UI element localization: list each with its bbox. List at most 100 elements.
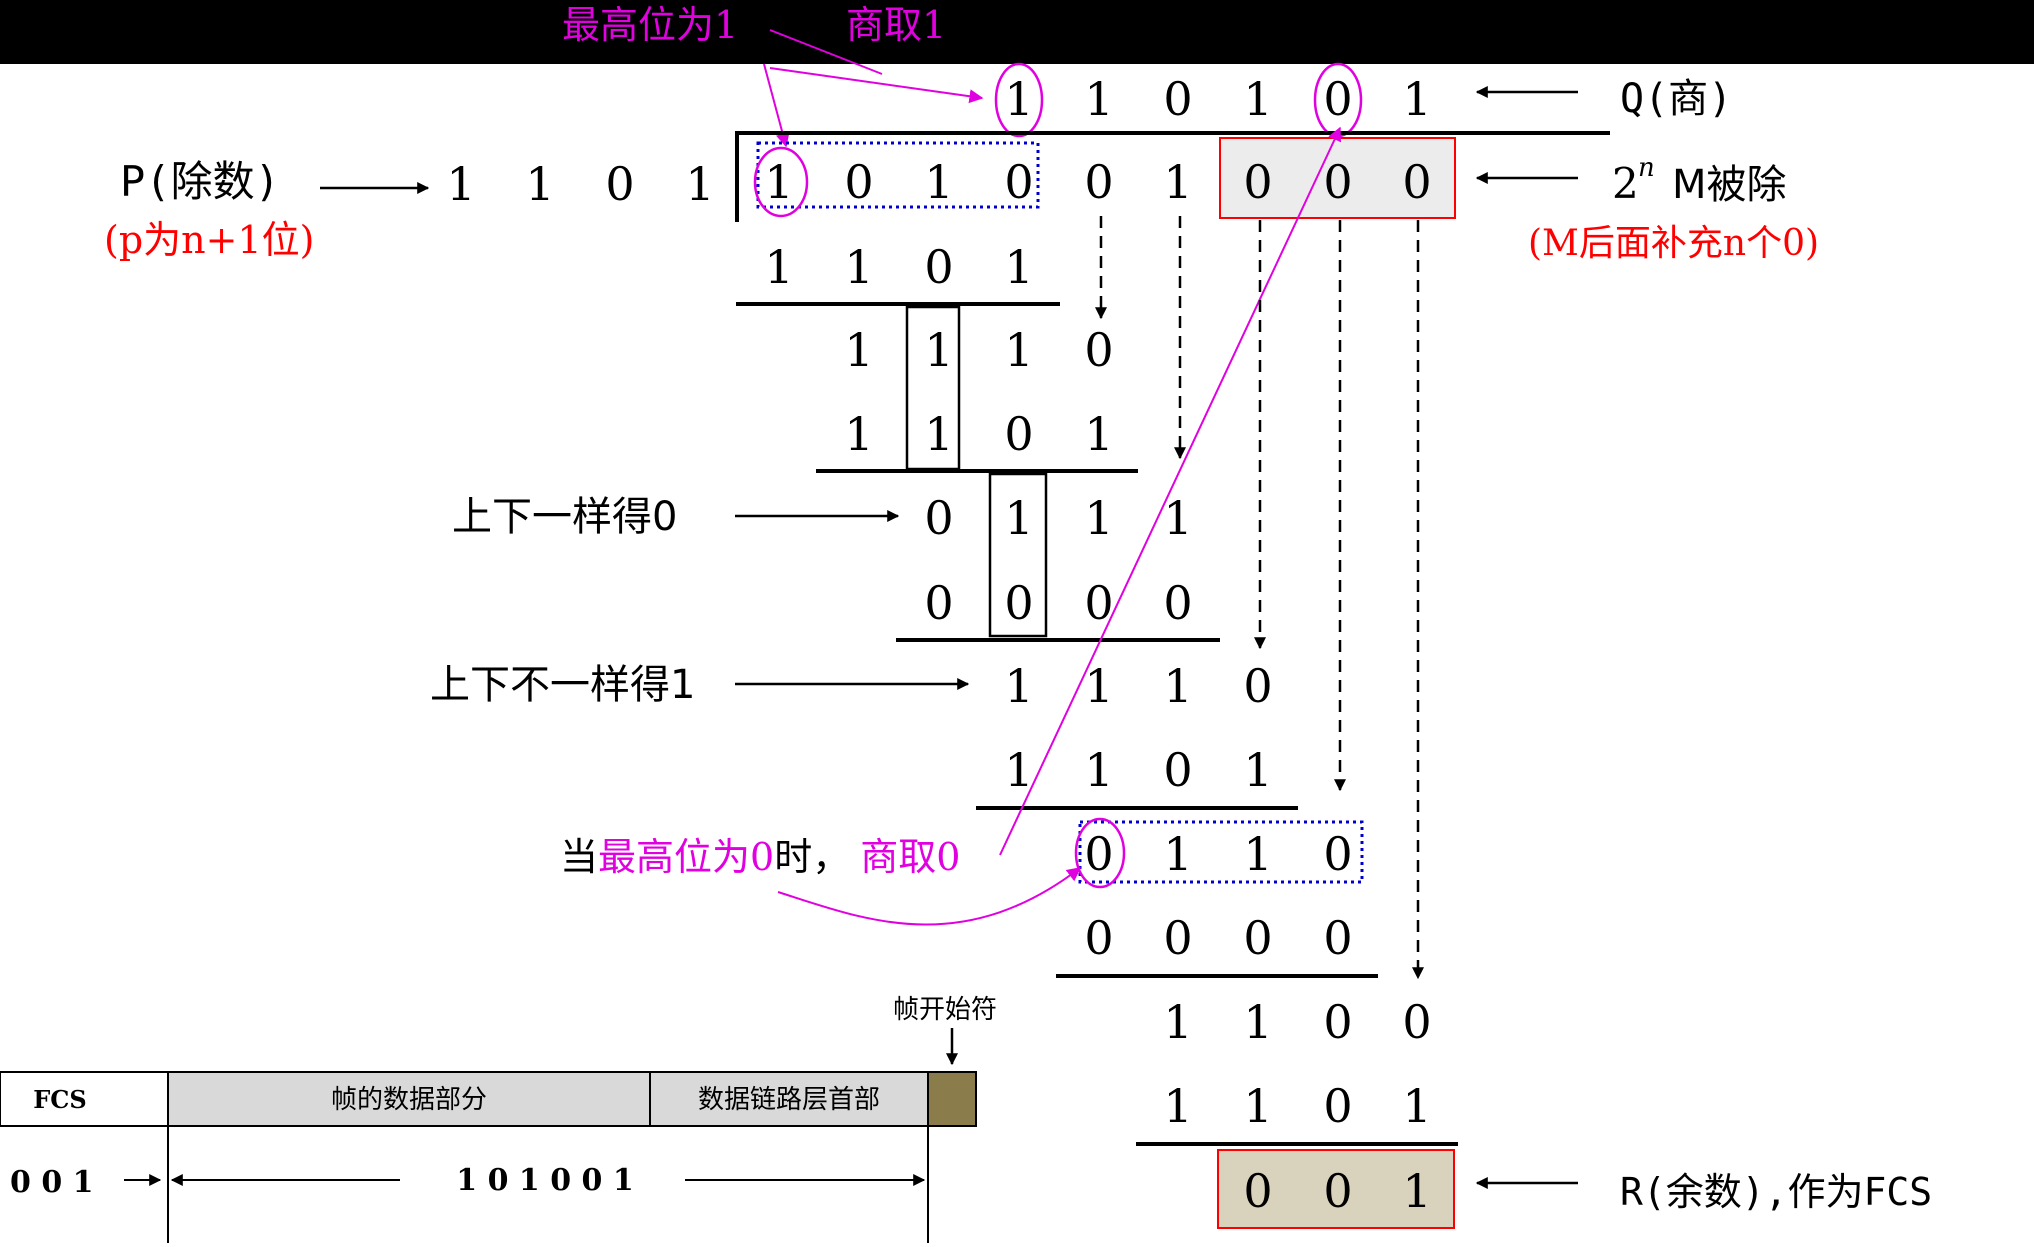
zero-rule-highlight: 最高位为0	[598, 835, 774, 879]
step-digit: 1	[844, 407, 873, 461]
dividend-label: M被除	[1672, 162, 1787, 208]
step-digit: 0	[1084, 911, 1113, 965]
quotient-row: 1 1 0 1 0 1	[1004, 72, 1431, 126]
pointer-quotient-one-tail	[769, 29, 883, 75]
remainder-digit: 0	[1243, 1164, 1272, 1218]
dividend-row: 1 0 1 0 0 1 0 0 0	[764, 155, 1431, 209]
dividend-digit: 0	[1084, 155, 1113, 209]
frame-header-link: 数据链路层首部	[698, 1085, 880, 1115]
dividend-digit: 1	[764, 155, 793, 209]
step-digit: 0	[1163, 743, 1192, 797]
quotient-label: Q(商)	[1620, 76, 1732, 122]
step-digit: 1	[1084, 407, 1113, 461]
label-quotient-one: 商取1	[846, 3, 946, 47]
step-digit: 1	[1004, 743, 1033, 797]
step-digit: 1	[1243, 995, 1272, 1049]
step-digit: 0	[1323, 827, 1352, 881]
step-digit: 0	[1402, 995, 1431, 1049]
step-row: 1 1 0 1	[764, 240, 1033, 294]
drop-down-arrows	[1095, 216, 1424, 980]
step-digit: 0	[1084, 323, 1113, 377]
zero-leading-circle	[1074, 817, 1126, 889]
dividend-digit: 1	[1163, 155, 1192, 209]
frame-fcs-header	[0, 1071, 169, 1127]
same-rule-label: 上下一样得0	[452, 494, 677, 540]
quotient-digit: 1	[1402, 72, 1431, 126]
zero-rule-label: 当最高位为0时，商取0	[560, 835, 960, 879]
step-digit: 1	[1004, 491, 1033, 545]
frame-header-fcs: FCS	[33, 1085, 86, 1114]
step-digit: 1	[1084, 659, 1113, 713]
dividend-digit: 0	[1402, 155, 1431, 209]
step-row: 0 1 1 1	[924, 491, 1192, 545]
step-digit: 0	[924, 240, 953, 294]
step-row: 1 1 0 0	[1163, 995, 1431, 1049]
frame-data-header	[167, 1071, 651, 1127]
step-row: 1 1 0 1	[1004, 743, 1272, 797]
frame-data-value: 1 0 1 0 0 1	[456, 1163, 633, 1198]
step-digit: 1	[1163, 827, 1192, 881]
pointer-zero-leading	[777, 867, 1082, 926]
divisor-label: P(除数)	[120, 157, 280, 206]
step-digit: 1	[844, 323, 873, 377]
step-row: 1 1 1 0	[1004, 659, 1272, 713]
step-row: 0 0 0 0	[924, 576, 1192, 630]
step-digit: 0	[1004, 407, 1033, 461]
divisor-digit: 1	[446, 157, 475, 211]
dividend-digit: 0	[1004, 155, 1033, 209]
step-digit: 0	[924, 491, 953, 545]
step-row: 1 1 0 1	[844, 407, 1113, 461]
dividend-base: 2	[1612, 159, 1639, 208]
divisor-row: 1 1 0 1	[446, 157, 714, 211]
frame-start-block	[927, 1071, 977, 1127]
zero-rule-pre: 当	[560, 835, 598, 879]
zero-rule-tail: 商取0	[860, 835, 960, 879]
divisor-note: (p为n+1位)	[104, 218, 314, 262]
step-digit: 1	[1084, 491, 1113, 545]
step-digit: 0	[1243, 911, 1272, 965]
dividend-exponent: n	[1638, 153, 1655, 183]
step-digit: 0	[924, 576, 953, 630]
dividend-digit: 1	[924, 155, 953, 209]
step-digit: 0	[1084, 827, 1113, 881]
pointer-quotient-zero	[999, 126, 1342, 856]
quotient-digit: 1	[1004, 72, 1033, 126]
divisor-digit: 1	[685, 157, 714, 211]
step-row: 1 1 0 1	[1163, 1079, 1431, 1133]
frame-header-data: 帧的数据部分	[331, 1085, 487, 1115]
remainder-digit: 0	[1323, 1164, 1352, 1218]
step-digit: 1	[1243, 1079, 1272, 1133]
step-row: 1 1 1 0	[844, 323, 1113, 377]
step-digit: 1	[764, 240, 793, 294]
step-digit: 0	[1323, 1079, 1352, 1133]
step-digit: 1	[1163, 659, 1192, 713]
dividend-digit: 0	[1243, 155, 1272, 209]
quotient-digit: 0	[1163, 72, 1192, 126]
step-digit: 0	[1323, 911, 1352, 965]
dividend-digit: 0	[1323, 155, 1352, 209]
label-highest-bit-one: 最高位为1	[562, 3, 738, 47]
step-digit: 1	[1243, 743, 1272, 797]
step-digit: 1	[924, 323, 953, 377]
diff-rule-label: 上下不一样得1	[430, 662, 695, 708]
step-digit: 1	[924, 407, 953, 461]
step-digit: 1	[1163, 1079, 1192, 1133]
dividend-digit: 0	[844, 155, 873, 209]
top-black-band	[0, 0, 2034, 64]
step-row: 0 0 0 0	[1084, 911, 1352, 965]
step-digit: 1	[1163, 491, 1192, 545]
step-digit: 1	[1402, 1079, 1431, 1133]
step-digit: 0	[1163, 576, 1192, 630]
pointer-quotient-one	[769, 67, 984, 104]
first-bits-box	[756, 141, 1040, 209]
step-digit: 0	[1004, 576, 1033, 630]
step-row: 0 1 1 0	[1084, 827, 1352, 881]
dividend-first-circle	[753, 146, 809, 218]
zero-leading-box	[1078, 820, 1364, 884]
remainder-label: R(余数),作为FCS	[1620, 1170, 1932, 1214]
quotient-digit: 0	[1323, 72, 1352, 126]
frame-link-header	[649, 1071, 929, 1127]
xor-column-box	[988, 472, 1048, 638]
